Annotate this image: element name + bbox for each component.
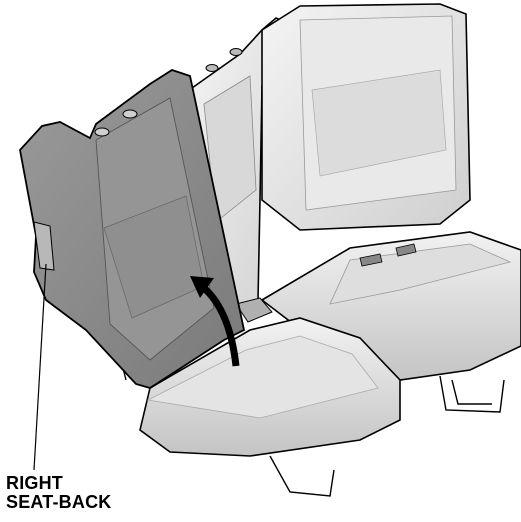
curved-up-arrow-icon [190, 276, 240, 367]
right-seatback [19, 69, 246, 389]
callout-line-2: SEAT-BACK [6, 492, 112, 512]
front-cushion [139, 297, 401, 457]
right-seatback-callout: RIGHT SEAT-BACK [6, 474, 111, 512]
far-seatback [261, 3, 471, 231]
callout-leader-line [33, 263, 47, 471]
callout-line-1: RIGHT [6, 473, 63, 493]
